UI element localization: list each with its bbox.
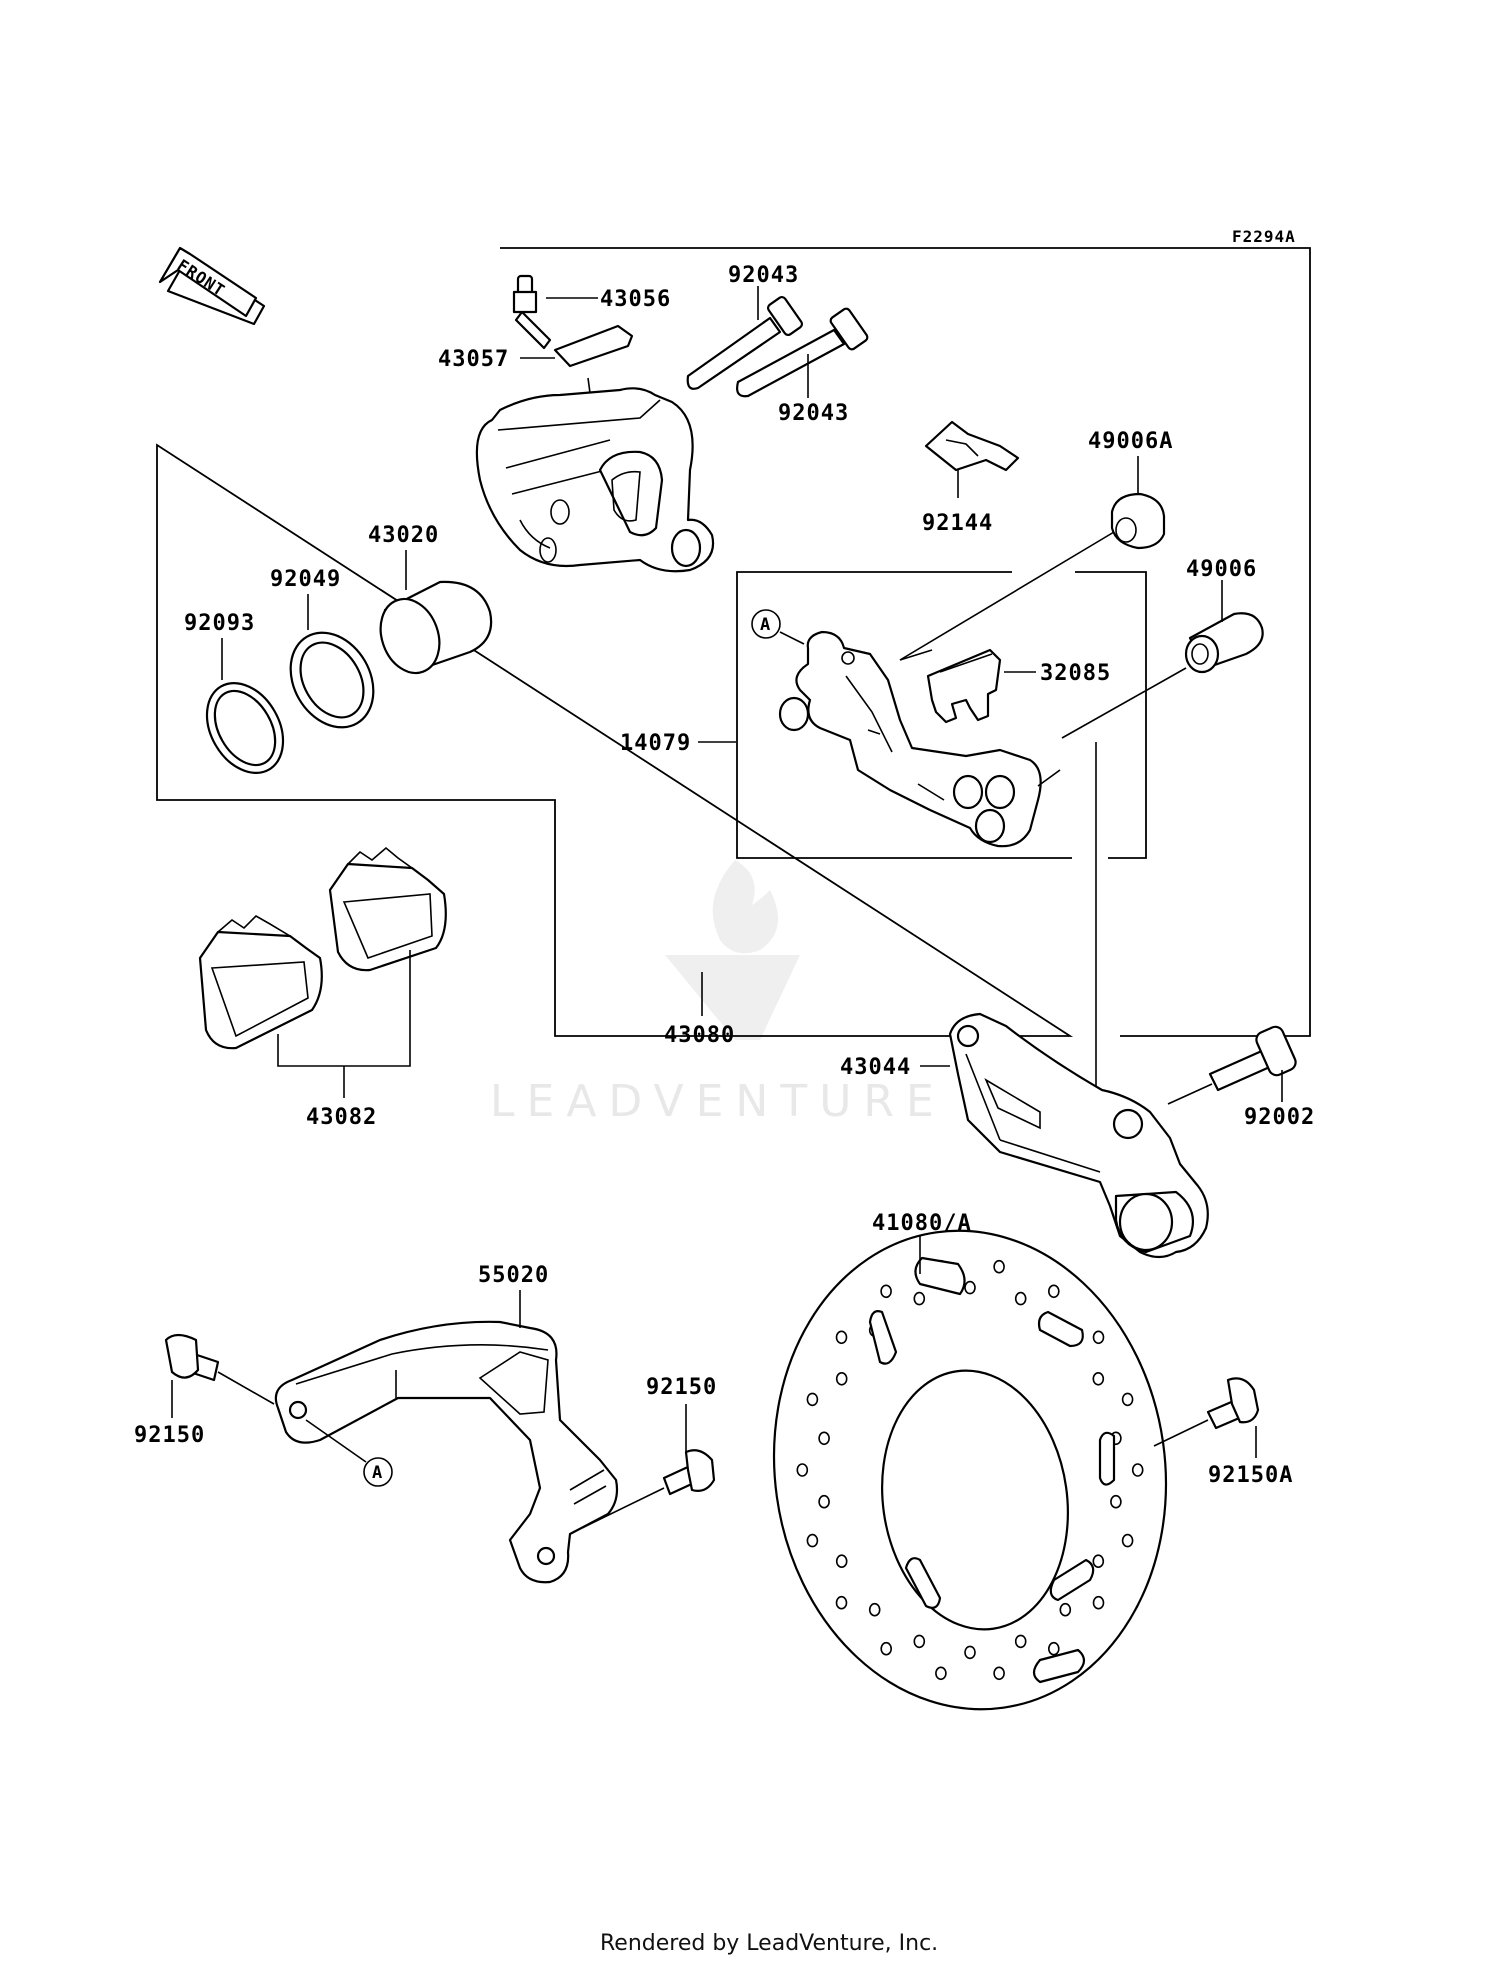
caliper-pin-92043-a: [686, 295, 804, 390]
front-direction-arrow: FRONT: [158, 246, 266, 326]
brake-disc-41080A: [772, 1229, 1168, 1711]
disc-hole: [935, 1666, 947, 1681]
disc-hole: [1014, 1634, 1027, 1649]
label-49006A: 49006A: [1088, 429, 1173, 454]
caliper-holder-14079: [778, 630, 1061, 848]
piston-43020: [379, 580, 493, 675]
label-92150A: 92150A: [1208, 1463, 1293, 1488]
disc-hole: [1014, 1291, 1027, 1306]
caliper-pin-92043-b: [736, 307, 869, 398]
disc-hole: [880, 1284, 892, 1299]
label-43020: 43020: [368, 523, 439, 548]
disc-hole: [868, 1602, 881, 1617]
disc-hole: [913, 1291, 926, 1306]
disc-hole: [1131, 1463, 1144, 1477]
disc-hole: [1092, 1330, 1105, 1345]
disc-hole: [1048, 1641, 1060, 1656]
label-92144: 92144: [922, 511, 993, 536]
bolt-92150-right: [662, 1449, 716, 1496]
figure-code: F2294A: [1232, 227, 1296, 246]
watermark-text: LEADVENTURE: [490, 1076, 946, 1127]
boot-49006A: [1110, 492, 1166, 550]
disc-hole: [806, 1533, 819, 1548]
label-43080: 43080: [664, 1023, 735, 1048]
disc-hole: [835, 1372, 848, 1386]
pad-spring-92144: [924, 420, 1020, 472]
label-92002: 92002: [1244, 1105, 1315, 1130]
ref-marker-a-bottom: A: [372, 1463, 382, 1483]
boot-49006: [1184, 612, 1264, 674]
label-43082: 43082: [306, 1105, 377, 1130]
disc-hole: [1092, 1595, 1105, 1610]
disc-hole: [1059, 1602, 1072, 1617]
label-32085: 32085: [1040, 661, 1111, 686]
label-43057: 43057: [438, 347, 509, 372]
disc-hole: [993, 1666, 1005, 1681]
leadventure-watermark: LEADVENTURE: [490, 860, 946, 1127]
ref-marker-a-top: A: [760, 615, 770, 635]
disc-hole: [806, 1392, 819, 1407]
bleeder-cap-43057: [553, 324, 634, 368]
bolt-92150-left: [164, 1333, 220, 1382]
label-49006: 49006: [1186, 557, 1257, 582]
caliper-bracket-43044: [948, 1012, 1209, 1259]
disc-hole: [1121, 1533, 1134, 1548]
disc-hole: [993, 1259, 1005, 1274]
disc-hole: [1092, 1554, 1105, 1568]
disc-hole: [964, 1645, 976, 1660]
disc-hole: [835, 1330, 848, 1345]
disc-hole: [1121, 1392, 1134, 1407]
disc-hole: [880, 1641, 893, 1656]
label-41080A: 41080/A: [872, 1211, 972, 1236]
disc-hole: [913, 1634, 926, 1649]
assembly-frame: [156, 247, 1311, 1037]
label-55020: 55020: [478, 1263, 549, 1288]
label-43056: 43056: [600, 287, 671, 312]
footer-credit: Rendered by LeadVenture, Inc.: [600, 1931, 938, 1956]
disc-hole: [964, 1280, 976, 1295]
disc-hole: [1048, 1284, 1060, 1299]
label-92043-bottom: 92043: [778, 401, 849, 426]
label-92049: 92049: [270, 567, 341, 592]
brake-pads-43082: [198, 846, 447, 1050]
label-92043-top: 92043: [728, 263, 799, 288]
caliper-body: [475, 377, 715, 573]
label-92150-right: 92150: [646, 1375, 717, 1400]
label-43044: 43044: [840, 1055, 911, 1080]
bolt-92150A: [1206, 1377, 1260, 1430]
label-92150-left: 92150: [134, 1423, 205, 1448]
disc-hole: [835, 1554, 848, 1568]
disc-hole: [818, 1494, 830, 1509]
disc-hole: [1110, 1494, 1122, 1509]
pad-clip-32085: [926, 648, 1002, 724]
piston-seal-92049: [289, 631, 375, 729]
disc-hole: [818, 1431, 830, 1446]
holder-subframe: [736, 571, 1147, 859]
bleeder-valve-43056: [512, 274, 598, 350]
bolt-92002: [1208, 1025, 1297, 1092]
disc-hole: [1092, 1372, 1105, 1386]
disc-hole: [835, 1595, 848, 1610]
disc-guard-55020: [274, 1320, 619, 1584]
dust-seal-92093: [205, 681, 285, 775]
label-92093: 92093: [184, 611, 255, 636]
label-14079: 14079: [620, 731, 691, 756]
disc-hole: [796, 1463, 809, 1477]
